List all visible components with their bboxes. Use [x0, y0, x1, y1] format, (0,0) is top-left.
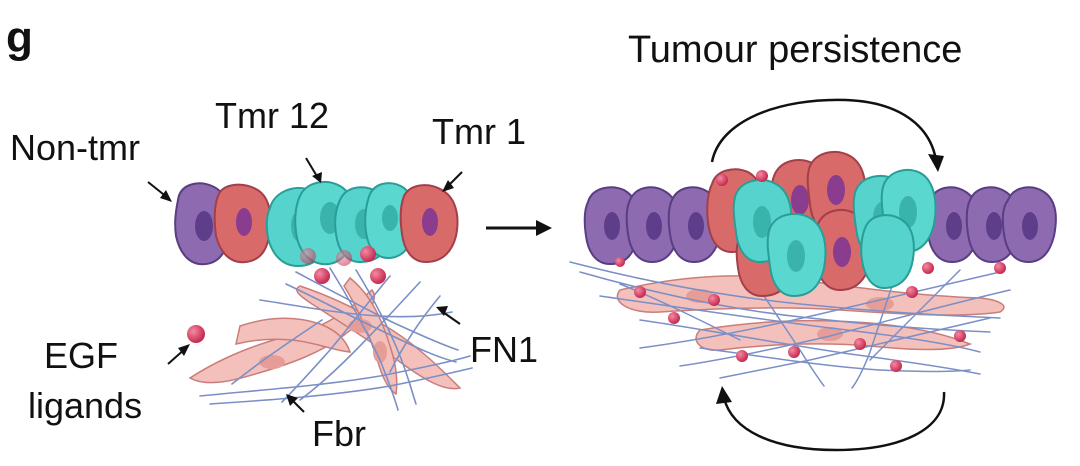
tumour-12-nucleus — [787, 240, 805, 272]
egf-ligand — [736, 350, 748, 362]
cycle-arrow-bottom — [722, 391, 946, 452]
persistence-cycle-arrows — [710, 98, 946, 452]
fibre — [719, 317, 991, 379]
egf-ligand — [615, 257, 625, 267]
non-tumour-nucleus — [604, 212, 620, 240]
fibroblast-group-left — [188, 276, 462, 396]
non-tumour-nucleus — [688, 212, 704, 240]
egf-ligand — [890, 360, 902, 372]
arrowhead — [160, 190, 172, 202]
non-tumour-nucleus — [1022, 212, 1038, 240]
egf-ligand — [668, 312, 680, 324]
fibre — [329, 267, 399, 411]
label-fn1: FN1 — [470, 329, 538, 370]
egf-ligand — [716, 174, 728, 186]
fn1-fibres-left — [199, 267, 473, 411]
arrowhead — [286, 394, 298, 406]
fibroblast-nucleus — [259, 355, 285, 369]
cycle-arrow-top-head — [928, 154, 944, 172]
fibre — [569, 261, 1001, 319]
tumour-12-nucleus — [382, 205, 398, 231]
transition-arrow-head — [536, 220, 552, 236]
egf-ligand — [370, 268, 386, 284]
egf-ligand — [708, 294, 720, 306]
label-tumour-1: Tmr 1 — [432, 111, 526, 152]
egf-ligand — [360, 246, 376, 262]
cycle-arrow-top — [710, 98, 938, 163]
egf-ligand — [756, 170, 768, 182]
fibroblast-cell — [235, 317, 352, 353]
fibre — [299, 281, 421, 401]
tumour-12-cell — [860, 214, 915, 290]
label-egf-line1: EGF — [44, 335, 118, 376]
egf-ligand — [906, 286, 918, 298]
egf-ligand — [336, 250, 352, 266]
egf-ligand — [187, 325, 205, 343]
arrowhead — [178, 344, 190, 356]
egf-ligand — [300, 248, 316, 264]
arrowhead — [312, 172, 322, 183]
egf-ligand — [994, 262, 1006, 274]
label-fibroblast: Fbr — [312, 413, 366, 454]
egf-ligand — [922, 262, 934, 274]
non-tumour-nucleus — [986, 212, 1002, 240]
egf-ligand — [314, 268, 330, 284]
fibre — [869, 269, 961, 361]
arrowhead — [436, 306, 448, 316]
initial-state-scene — [174, 180, 473, 411]
non-tumour-nucleus — [195, 211, 213, 241]
cell-cluster-right — [583, 150, 1057, 298]
persistence-scene — [569, 150, 1057, 389]
non-tumour-nucleus — [946, 212, 962, 240]
fibroblast-nucleus — [373, 341, 387, 363]
egf-ligands-right — [615, 170, 1006, 372]
fibre — [599, 295, 981, 353]
fibre — [209, 367, 473, 405]
fibre — [281, 275, 391, 403]
egf-ligand — [788, 346, 800, 358]
egf-ligands-left — [187, 246, 386, 343]
tumour-1-nucleus — [827, 175, 845, 205]
fibre — [355, 269, 417, 405]
label-non-tumour: Non-tmr — [10, 127, 140, 168]
label-egf-line2: ligands — [28, 385, 142, 426]
fibre — [619, 283, 741, 341]
egf-ligand — [954, 330, 966, 342]
label-tumour-12: Tmr 12 — [215, 95, 329, 136]
fibre — [679, 289, 1011, 367]
non-tumour-nucleus — [646, 212, 662, 240]
cell-row-left — [174, 180, 459, 268]
fibre — [389, 295, 441, 373]
label-outcome: Tumour persistence — [628, 29, 962, 71]
egf-ligand — [634, 286, 646, 298]
tumour-1-nucleus — [833, 237, 851, 267]
tumour-1-nucleus — [422, 208, 438, 236]
fibre — [259, 299, 453, 318]
cycle-arrow-bottom-head — [716, 386, 732, 404]
fibre — [199, 355, 471, 397]
transition-arrow — [486, 220, 552, 236]
fibre — [231, 319, 323, 385]
pointer-arrowheads — [160, 172, 454, 406]
egf-ligand — [854, 338, 866, 350]
tumour-12-nucleus — [753, 206, 771, 238]
fibre — [285, 283, 457, 363]
fibroblast-nucleus — [866, 297, 894, 311]
tumour-1-nucleus — [791, 185, 809, 215]
panel-letter: g — [6, 13, 33, 62]
arrowhead — [442, 180, 454, 192]
fibre — [295, 271, 459, 351]
tumour-1-nucleus — [236, 208, 252, 236]
